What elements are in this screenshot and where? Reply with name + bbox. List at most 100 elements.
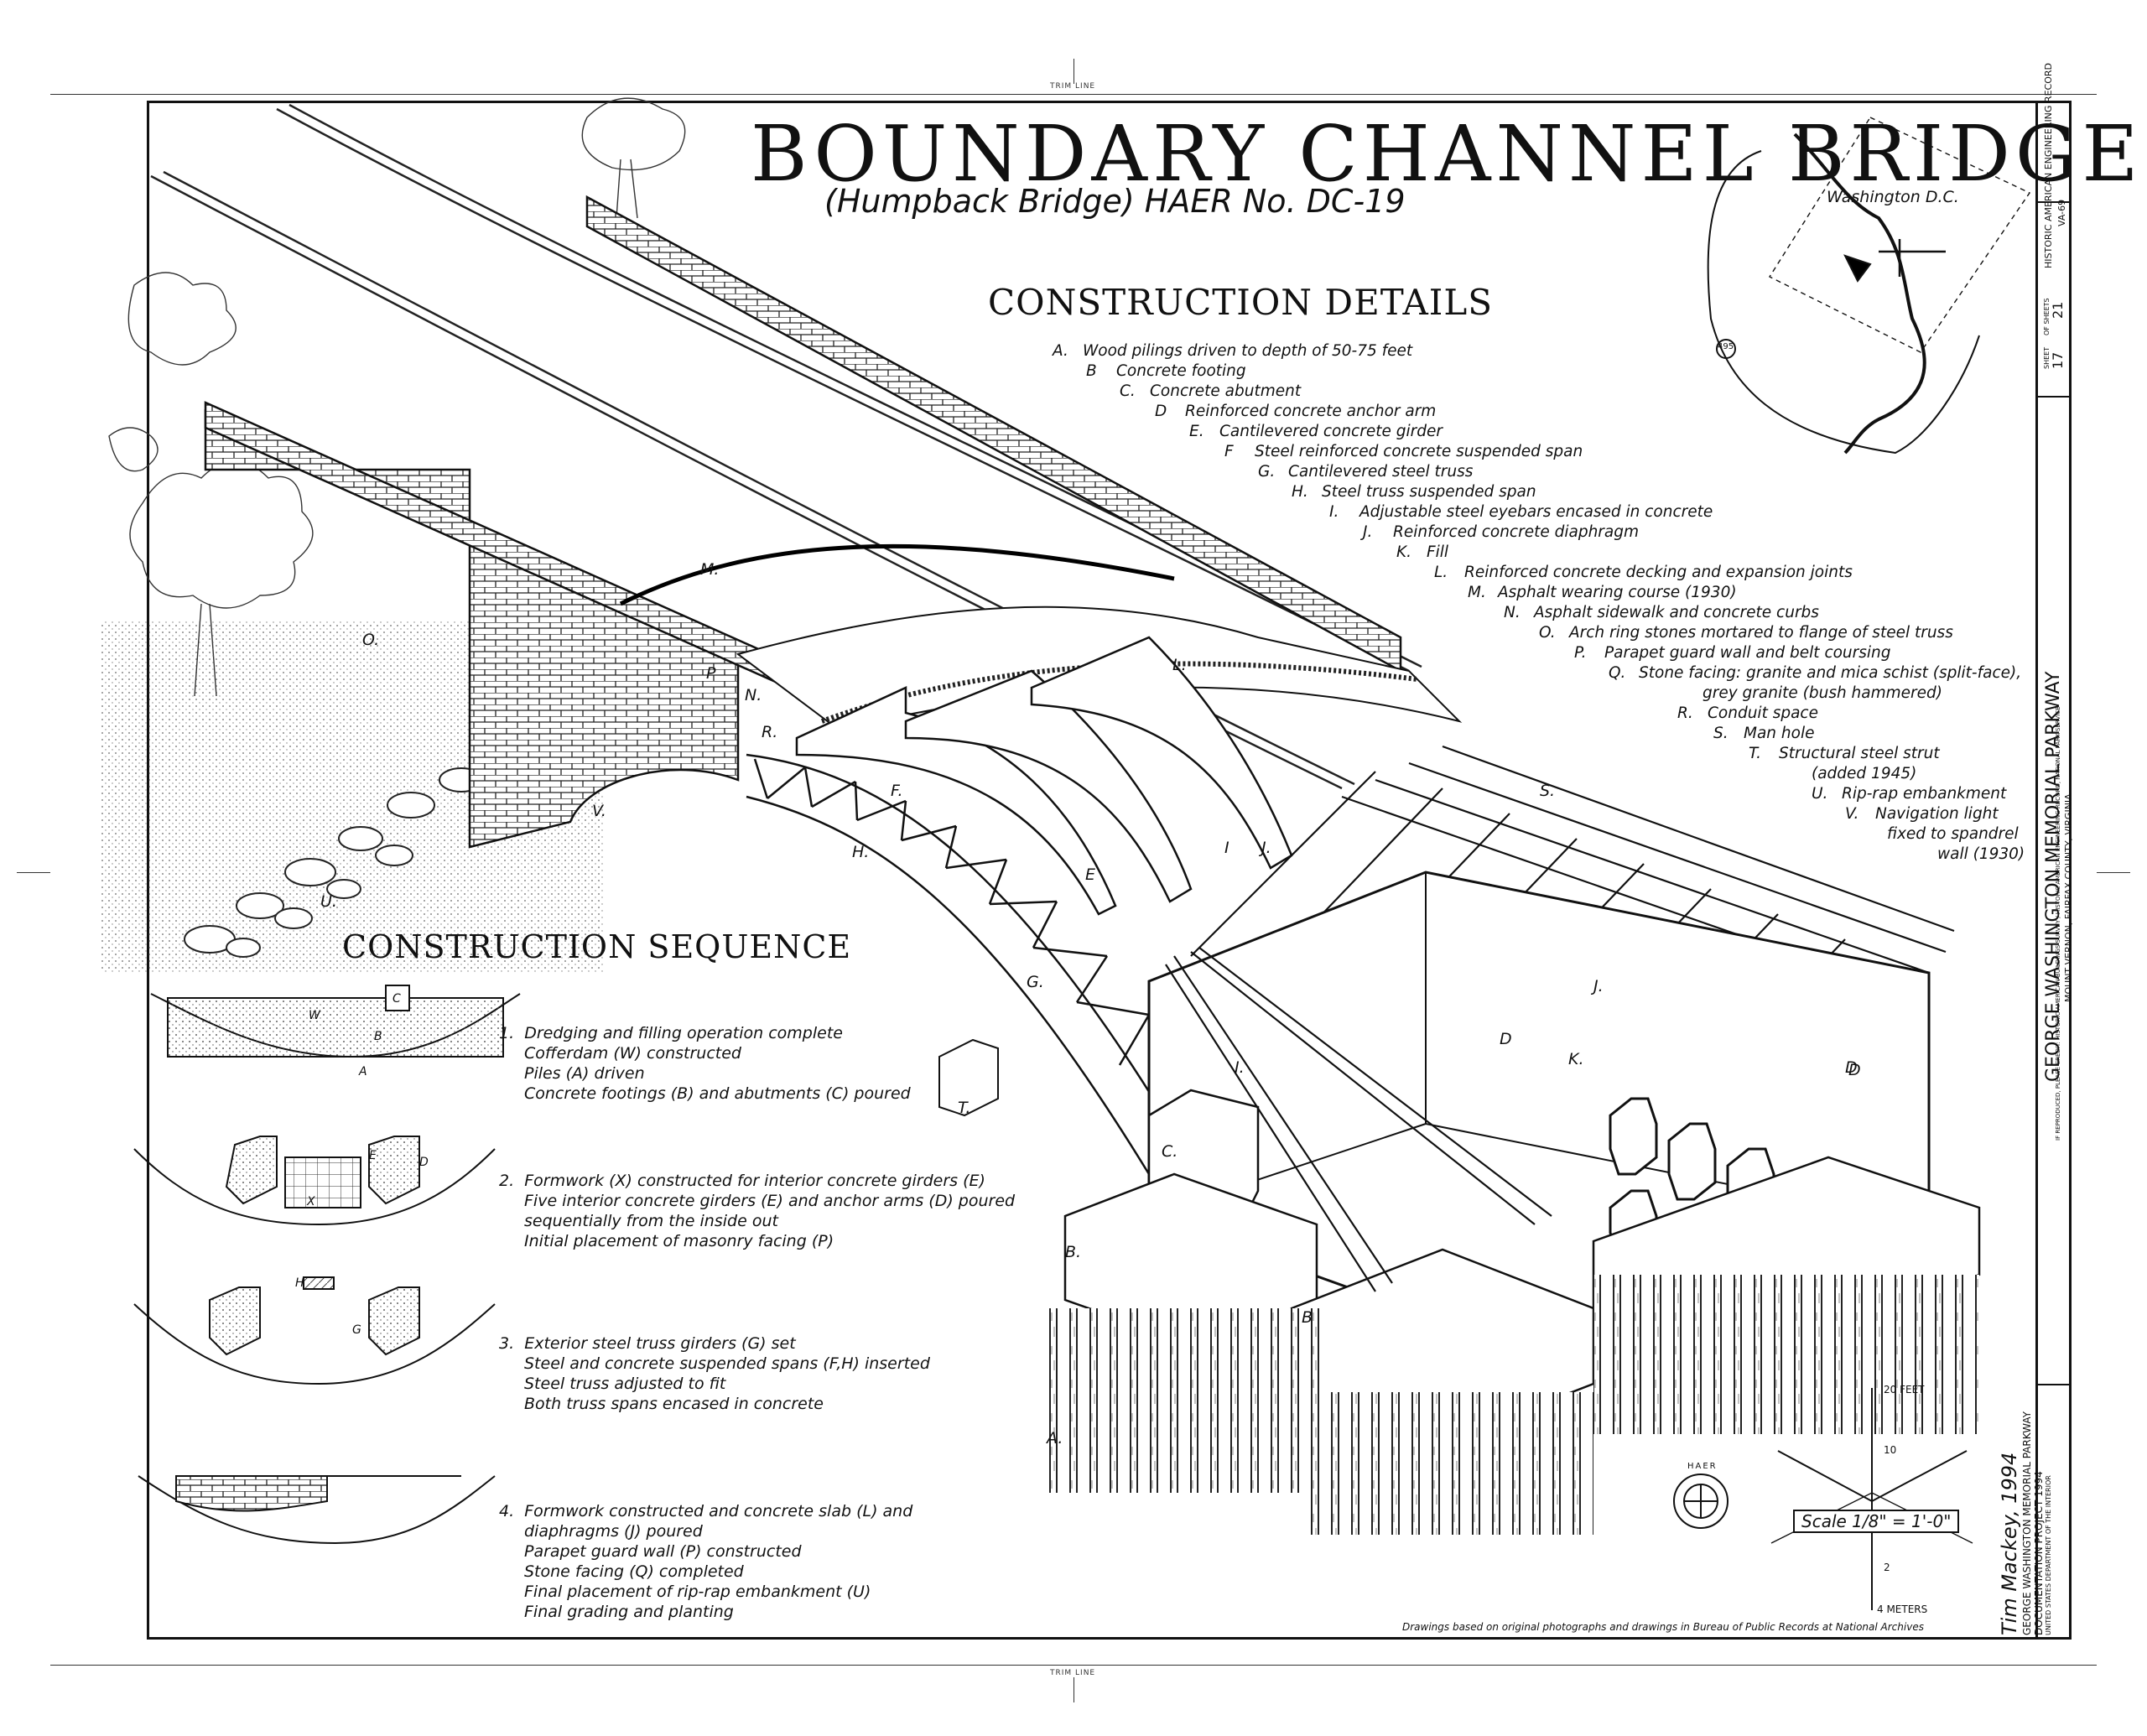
- detail-text: Structural steel strut: [1779, 745, 1940, 762]
- detail-letter: F: [1224, 443, 1234, 460]
- callout-d-mid: D: [1500, 1030, 1512, 1048]
- eyebars: [1165, 947, 1552, 1292]
- detail-item-p: P.Parapet guard wall and belt coursing: [1574, 644, 1891, 662]
- title-block-fineprint: IF REPRODUCED, PLEASE CREDIT: HISTORIC A…: [2055, 706, 2061, 1141]
- piles-mid: [1308, 1392, 1593, 1535]
- detail-letter: O.: [1539, 624, 1556, 642]
- detail-text: Cantilevered concrete girder: [1219, 423, 1443, 440]
- detail-item-q-cont: grey granite (bush hammered): [1703, 684, 1942, 702]
- detail-letter: J.: [1363, 523, 1373, 541]
- detail-letter: L.: [1434, 564, 1448, 581]
- map-route-label: 495: [1718, 342, 1734, 351]
- seq3-letter-h: H: [295, 1276, 304, 1290]
- map-label: Washington D.C.: [1827, 188, 1959, 206]
- callout-j-upper: J.: [1261, 839, 1271, 857]
- callout-v: V.: [592, 802, 606, 820]
- detail-item-n: N.Asphalt sidewalk and concrete curbs: [1504, 604, 1819, 621]
- sequence-diagram-2: [133, 1136, 496, 1226]
- detail-text: Asphalt wearing course (1930): [1498, 584, 1737, 601]
- detail-text: fixed to spandrel: [1887, 825, 2019, 843]
- scale-feet-mid: 10: [1884, 1444, 1897, 1456]
- page-title: BOUNDARY CHANNEL BRIDGE: [751, 109, 2144, 199]
- step-line: Formwork (X) constructed for interior co…: [524, 1172, 985, 1190]
- callout-o-wall: O.: [362, 631, 380, 649]
- steel-truss-arch: [746, 753, 1176, 1175]
- source-note: Drawings based on original photographs a…: [1402, 1621, 1924, 1633]
- step-line: diaphragms (J) poured: [524, 1522, 703, 1541]
- step-line: Five interior concrete girders (E) and a…: [524, 1192, 1016, 1210]
- detail-letter: Q.: [1609, 664, 1626, 682]
- detail-text: Cantilevered steel truss: [1288, 463, 1474, 481]
- callout-n: N.: [745, 686, 762, 704]
- detail-letter: A.: [1053, 342, 1068, 360]
- project-credit-1: GEORGE WASHINGTON MEMORIAL PARKWAY: [2021, 1411, 2033, 1635]
- project-credit-3: UNITED STATES DEPARTMENT OF THE INTERIOR: [2045, 1475, 2052, 1635]
- detail-letter: R.: [1677, 704, 1693, 722]
- step-line: Steel truss adjusted to fit: [524, 1375, 726, 1393]
- detail-letter: T.: [1749, 745, 1761, 762]
- step-number: 4.: [499, 1502, 515, 1520]
- step-line: Formwork constructed and concrete slab (…: [524, 1502, 913, 1520]
- title-block-dividers: [2038, 201, 2072, 398]
- detail-text: Concrete abutment: [1150, 382, 1302, 400]
- project-credit-2: DOCUMENTATION PROJECT 1994: [2033, 1471, 2045, 1635]
- detail-text: Arch ring stones mortared to flange of s…: [1569, 624, 1953, 642]
- detail-letter: C.: [1120, 382, 1136, 400]
- callout-p: P: [706, 664, 716, 683]
- detail-item-e: E.Cantilevered concrete girder: [1189, 423, 1443, 440]
- detail-letter: D: [1155, 403, 1167, 420]
- sequence-step-3: 3. Exterior steel truss girders (G) set …: [499, 1333, 930, 1414]
- step-line: Exterior steel truss girders (G) set: [524, 1334, 796, 1353]
- detail-item-c: C. Concrete abutment: [1120, 382, 1301, 400]
- callout-i-upper: I: [1224, 839, 1229, 857]
- seal-label: HAER: [1687, 1462, 1718, 1471]
- callout-b-right: B: [1302, 1308, 1313, 1327]
- callout-u: U.: [320, 892, 337, 911]
- sequence-step-1: 1. Dredging and filling operation comple…: [499, 1023, 911, 1104]
- sequence-diagram-4: [138, 1475, 496, 1545]
- detail-letter: B: [1086, 362, 1097, 380]
- stone-abutment: [204, 409, 740, 849]
- detail-item-i: I.Adjustable steel eyebars encased in co…: [1329, 503, 1713, 521]
- callout-f: F.: [891, 782, 903, 800]
- author-credit: Tim Mackey, 1994: [1998, 1452, 2021, 1635]
- piles-right: [1593, 1275, 1979, 1434]
- callout-h: H.: [852, 843, 870, 861]
- detail-text: Stone facing: granite and mica schist (s…: [1639, 664, 2022, 682]
- scale-meters-label: 4 METERS: [1877, 1603, 1928, 1615]
- seq1-letter-b: B: [374, 1030, 382, 1043]
- callout-e: E: [1085, 865, 1096, 884]
- callout-d-right: D: [1848, 1061, 1861, 1079]
- detail-text: Navigation light: [1875, 805, 1999, 823]
- strut-t: [938, 1038, 999, 1117]
- detail-item-q: Q. Stone facing: granite and mica schist …: [1609, 664, 2021, 682]
- callout-r: R.: [762, 723, 778, 741]
- detail-letter: H.: [1292, 483, 1308, 501]
- scale-meters-mid: 2: [1884, 1562, 1890, 1573]
- sequence-diagram-1: [150, 985, 521, 1058]
- step-line: Steel and concrete suspended spans (F,H)…: [524, 1354, 930, 1373]
- step-line: Parapet guard wall (P) constructed: [524, 1542, 802, 1561]
- locator-map: [1707, 117, 2031, 455]
- step-line: Piles (A) driven: [524, 1064, 645, 1083]
- detail-item-o: O. Arch ring stones mortared to flange of…: [1539, 624, 1953, 642]
- detail-item-r: R.Conduit space: [1677, 704, 1818, 722]
- callout-g: G.: [1027, 973, 1044, 991]
- detail-letter: V.: [1845, 805, 1859, 823]
- seq3-letter-g: G: [352, 1323, 361, 1337]
- step-line: Concrete footings (B) and abutments (C) …: [524, 1084, 911, 1103]
- detail-item-v-cont1: fixed to spandrel: [1887, 825, 2019, 843]
- detail-item-t: T. Structural steel strut: [1749, 745, 1940, 762]
- trim-tick-right: [2097, 872, 2130, 873]
- detail-text: Reinforced concrete diaphragm: [1393, 523, 1640, 541]
- trim-line-top: [50, 94, 2097, 95]
- asphalt-course: [619, 543, 1175, 606]
- detail-letter: M.: [1468, 584, 1486, 601]
- step-line: Both truss spans encased in concrete: [524, 1395, 824, 1413]
- step-line: Final grading and planting: [524, 1603, 734, 1621]
- page-subtitle: (Humpback Bridge) HAER No. DC-19: [824, 183, 1406, 220]
- detail-item-v-cont2: wall (1930): [1937, 845, 2025, 863]
